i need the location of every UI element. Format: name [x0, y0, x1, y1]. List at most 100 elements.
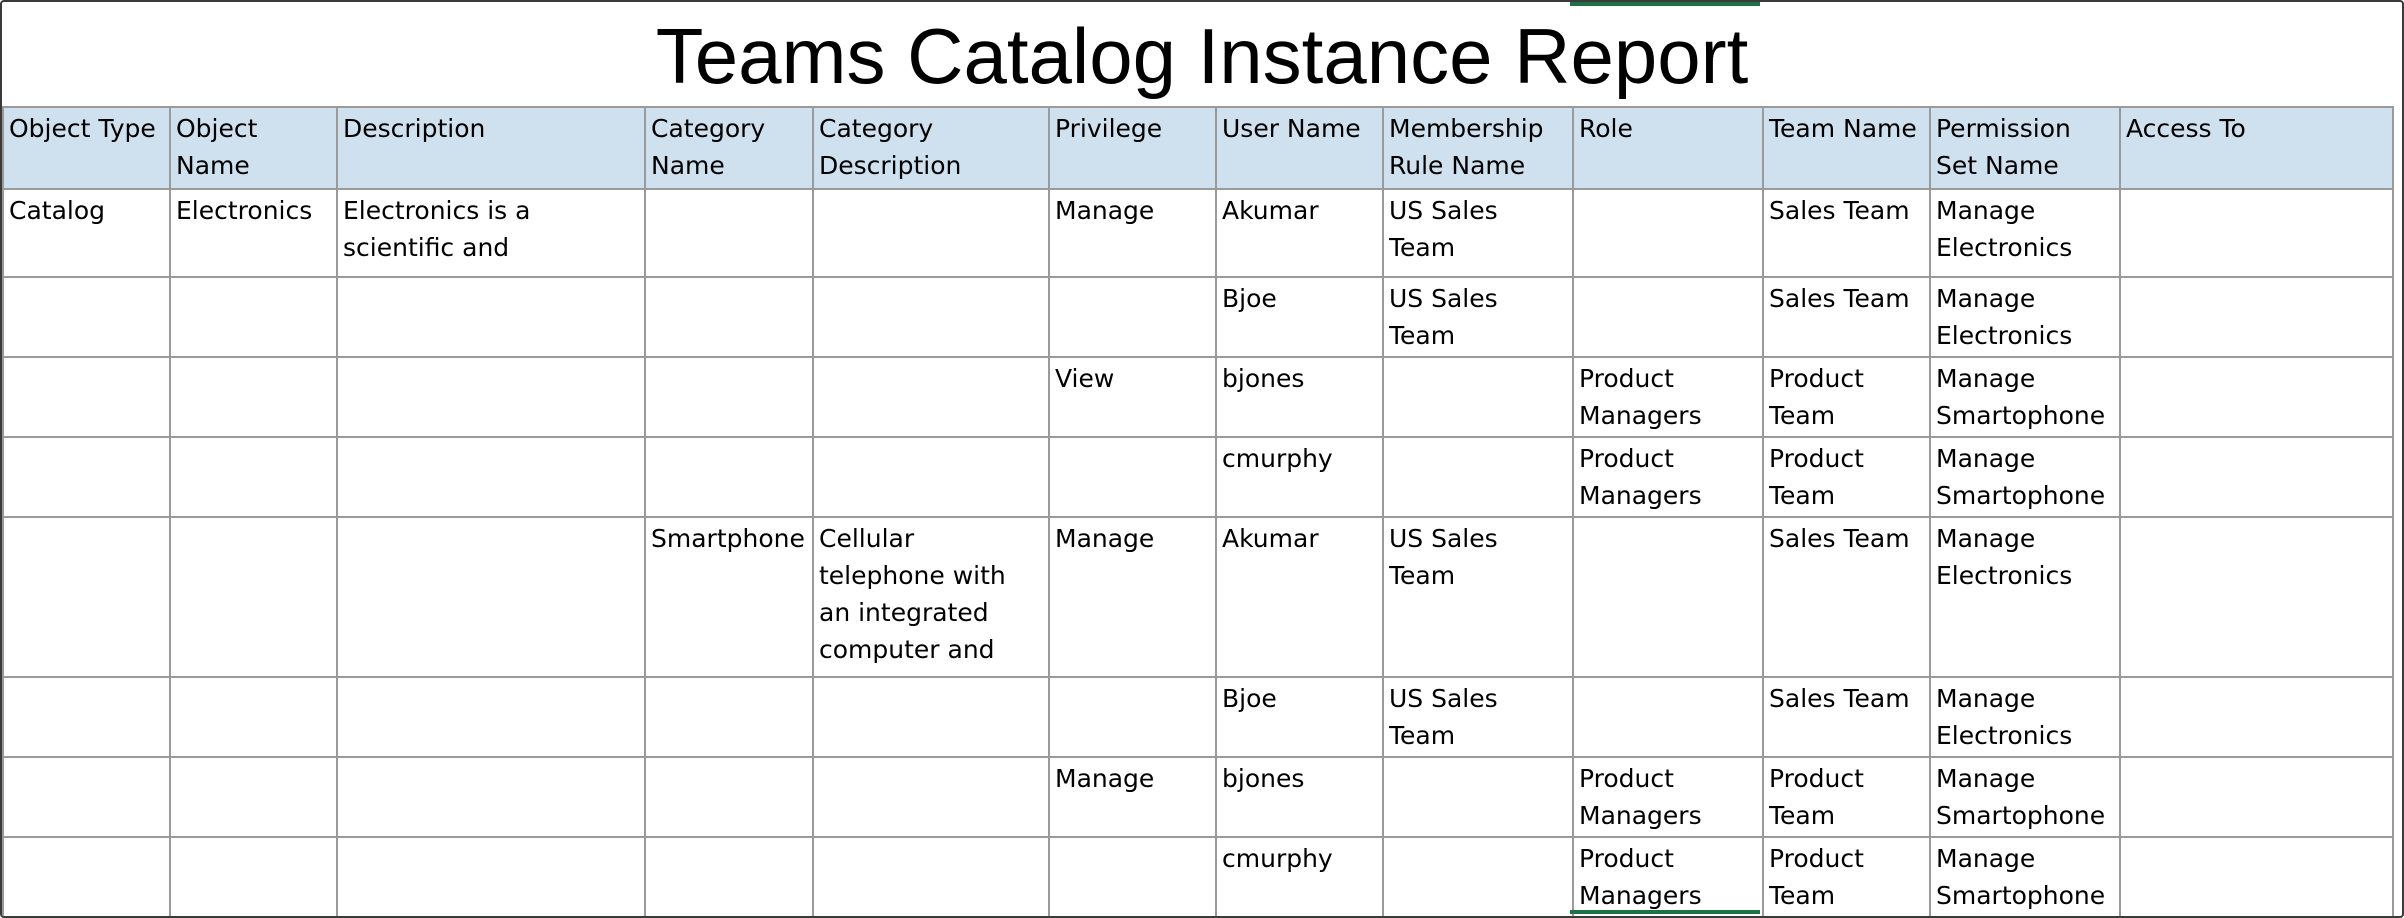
- cell-access-to[interactable]: [2119, 188, 2394, 278]
- cell-role[interactable]: Product Managers: [1572, 436, 1764, 518]
- cell-permission-set-name[interactable]: Manage Electronics: [1929, 188, 2121, 278]
- cell-team-name[interactable]: Sales Team: [1762, 276, 1931, 358]
- cell-permission-set-name[interactable]: Manage Smartophone: [1929, 836, 2121, 916]
- cell-category-description[interactable]: [812, 676, 1050, 758]
- cell-membership-rule-name[interactable]: US Sales Team: [1382, 516, 1574, 678]
- cell-privilege[interactable]: Manage: [1048, 756, 1217, 838]
- cell-description[interactable]: [336, 436, 646, 518]
- cell-user-name[interactable]: Akumar: [1215, 188, 1384, 278]
- cell-object-type[interactable]: [2, 836, 171, 916]
- cell-user-name[interactable]: bjones: [1215, 356, 1384, 438]
- column-header-membership-rule-name[interactable]: Membership Rule Name: [1382, 106, 1574, 190]
- cell-role[interactable]: Product Managers: [1572, 836, 1764, 916]
- column-header-category-description[interactable]: Category Description: [812, 106, 1050, 190]
- cell-description[interactable]: [336, 836, 646, 916]
- cell-object-type[interactable]: [2, 516, 171, 678]
- cell-object-name[interactable]: [169, 836, 338, 916]
- cell-category-description[interactable]: [812, 756, 1050, 838]
- cell-privilege[interactable]: [1048, 676, 1217, 758]
- cell-user-name[interactable]: bjones: [1215, 756, 1384, 838]
- cell-access-to[interactable]: [2119, 356, 2394, 438]
- cell-object-name[interactable]: [169, 356, 338, 438]
- cell-description[interactable]: Electronics is a scientific and engineer…: [336, 188, 646, 278]
- cell-object-type[interactable]: [2, 356, 171, 438]
- cell-membership-rule-name[interactable]: US Sales Team: [1382, 276, 1574, 358]
- cell-permission-set-name[interactable]: Manage Smartophone: [1929, 356, 2121, 438]
- cell-role[interactable]: [1572, 276, 1764, 358]
- cell-access-to[interactable]: [2119, 676, 2394, 758]
- cell-team-name[interactable]: Sales Team: [1762, 676, 1931, 758]
- cell-membership-rule-name[interactable]: [1382, 836, 1574, 916]
- column-header-permission-set-name[interactable]: Permission Set Name: [1929, 106, 2121, 190]
- cell-team-name[interactable]: Sales Team: [1762, 516, 1931, 678]
- cell-category-name[interactable]: [644, 356, 814, 438]
- cell-access-to[interactable]: [2119, 436, 2394, 518]
- cell-object-type[interactable]: [2, 676, 171, 758]
- cell-object-name[interactable]: Electronics: [169, 188, 338, 278]
- cell-team-name[interactable]: Product Team: [1762, 836, 1931, 916]
- cell-role[interactable]: [1572, 188, 1764, 278]
- column-header-team-name[interactable]: Team Name: [1762, 106, 1931, 190]
- cell-user-name[interactable]: Akumar: [1215, 516, 1384, 678]
- cell-role[interactable]: Product Managers: [1572, 356, 1764, 438]
- cell-team-name[interactable]: Sales Team: [1762, 188, 1931, 278]
- cell-access-to[interactable]: [2119, 756, 2394, 838]
- cell-category-description[interactable]: Cellular telephone with an integrated co…: [812, 516, 1050, 678]
- cell-permission-set-name[interactable]: Manage Electronics: [1929, 276, 2121, 358]
- cell-description[interactable]: [336, 756, 646, 838]
- cell-user-name[interactable]: Bjoe: [1215, 676, 1384, 758]
- cell-role[interactable]: [1572, 676, 1764, 758]
- cell-category-description[interactable]: [812, 356, 1050, 438]
- cell-category-description[interactable]: [812, 836, 1050, 916]
- column-header-user-name[interactable]: User Name: [1215, 106, 1384, 190]
- cell-team-name[interactable]: Product Team: [1762, 436, 1931, 518]
- cell-access-to[interactable]: [2119, 836, 2394, 916]
- cell-permission-set-name[interactable]: Manage Smartophone: [1929, 756, 2121, 838]
- cell-privilege[interactable]: [1048, 276, 1217, 358]
- cell-object-name[interactable]: [169, 676, 338, 758]
- column-header-category-name[interactable]: Category Name: [644, 106, 814, 190]
- cell-privilege[interactable]: [1048, 436, 1217, 518]
- column-header-access-to[interactable]: Access To: [2119, 106, 2394, 190]
- cell-description[interactable]: [336, 356, 646, 438]
- cell-category-description[interactable]: [812, 436, 1050, 518]
- cell-description[interactable]: [336, 676, 646, 758]
- cell-category-name[interactable]: [644, 676, 814, 758]
- cell-category-name[interactable]: [644, 836, 814, 916]
- cell-privilege[interactable]: Manage: [1048, 516, 1217, 678]
- column-header-role[interactable]: Role: [1572, 106, 1764, 190]
- cell-team-name[interactable]: Product Team: [1762, 356, 1931, 438]
- cell-membership-rule-name[interactable]: [1382, 356, 1574, 438]
- cell-privilege[interactable]: [1048, 836, 1217, 916]
- cell-object-type[interactable]: [2, 276, 171, 358]
- cell-privilege[interactable]: View: [1048, 356, 1217, 438]
- cell-role[interactable]: [1572, 516, 1764, 678]
- cell-object-name[interactable]: [169, 276, 338, 358]
- cell-membership-rule-name[interactable]: US Sales Team: [1382, 676, 1574, 758]
- cell-category-name[interactable]: Smartphone: [644, 516, 814, 678]
- column-header-object-name[interactable]: Object Name: [169, 106, 338, 190]
- cell-team-name[interactable]: Product Team: [1762, 756, 1931, 838]
- column-header-object-type[interactable]: Object Type: [2, 106, 171, 190]
- cell-permission-set-name[interactable]: Manage Electronics: [1929, 516, 2121, 678]
- cell-object-type[interactable]: [2, 756, 171, 838]
- cell-category-name[interactable]: [644, 188, 814, 278]
- cell-role[interactable]: Product Managers: [1572, 756, 1764, 838]
- column-header-privilege[interactable]: Privilege: [1048, 106, 1217, 190]
- cell-permission-set-name[interactable]: Manage Smartophone: [1929, 436, 2121, 518]
- cell-description[interactable]: [336, 276, 646, 358]
- cell-category-description[interactable]: [812, 276, 1050, 358]
- cell-user-name[interactable]: cmurphy: [1215, 836, 1384, 916]
- cell-user-name[interactable]: Bjoe: [1215, 276, 1384, 358]
- cell-object-type[interactable]: [2, 436, 171, 518]
- cell-object-type[interactable]: Catalog: [2, 188, 171, 278]
- cell-membership-rule-name[interactable]: [1382, 756, 1574, 838]
- cell-category-description[interactable]: [812, 188, 1050, 278]
- column-header-description[interactable]: Description: [336, 106, 646, 190]
- cell-access-to[interactable]: [2119, 276, 2394, 358]
- cell-object-name[interactable]: [169, 756, 338, 838]
- cell-category-name[interactable]: [644, 436, 814, 518]
- cell-privilege[interactable]: Manage: [1048, 188, 1217, 278]
- cell-membership-rule-name[interactable]: US Sales Team: [1382, 188, 1574, 278]
- cell-description[interactable]: [336, 516, 646, 678]
